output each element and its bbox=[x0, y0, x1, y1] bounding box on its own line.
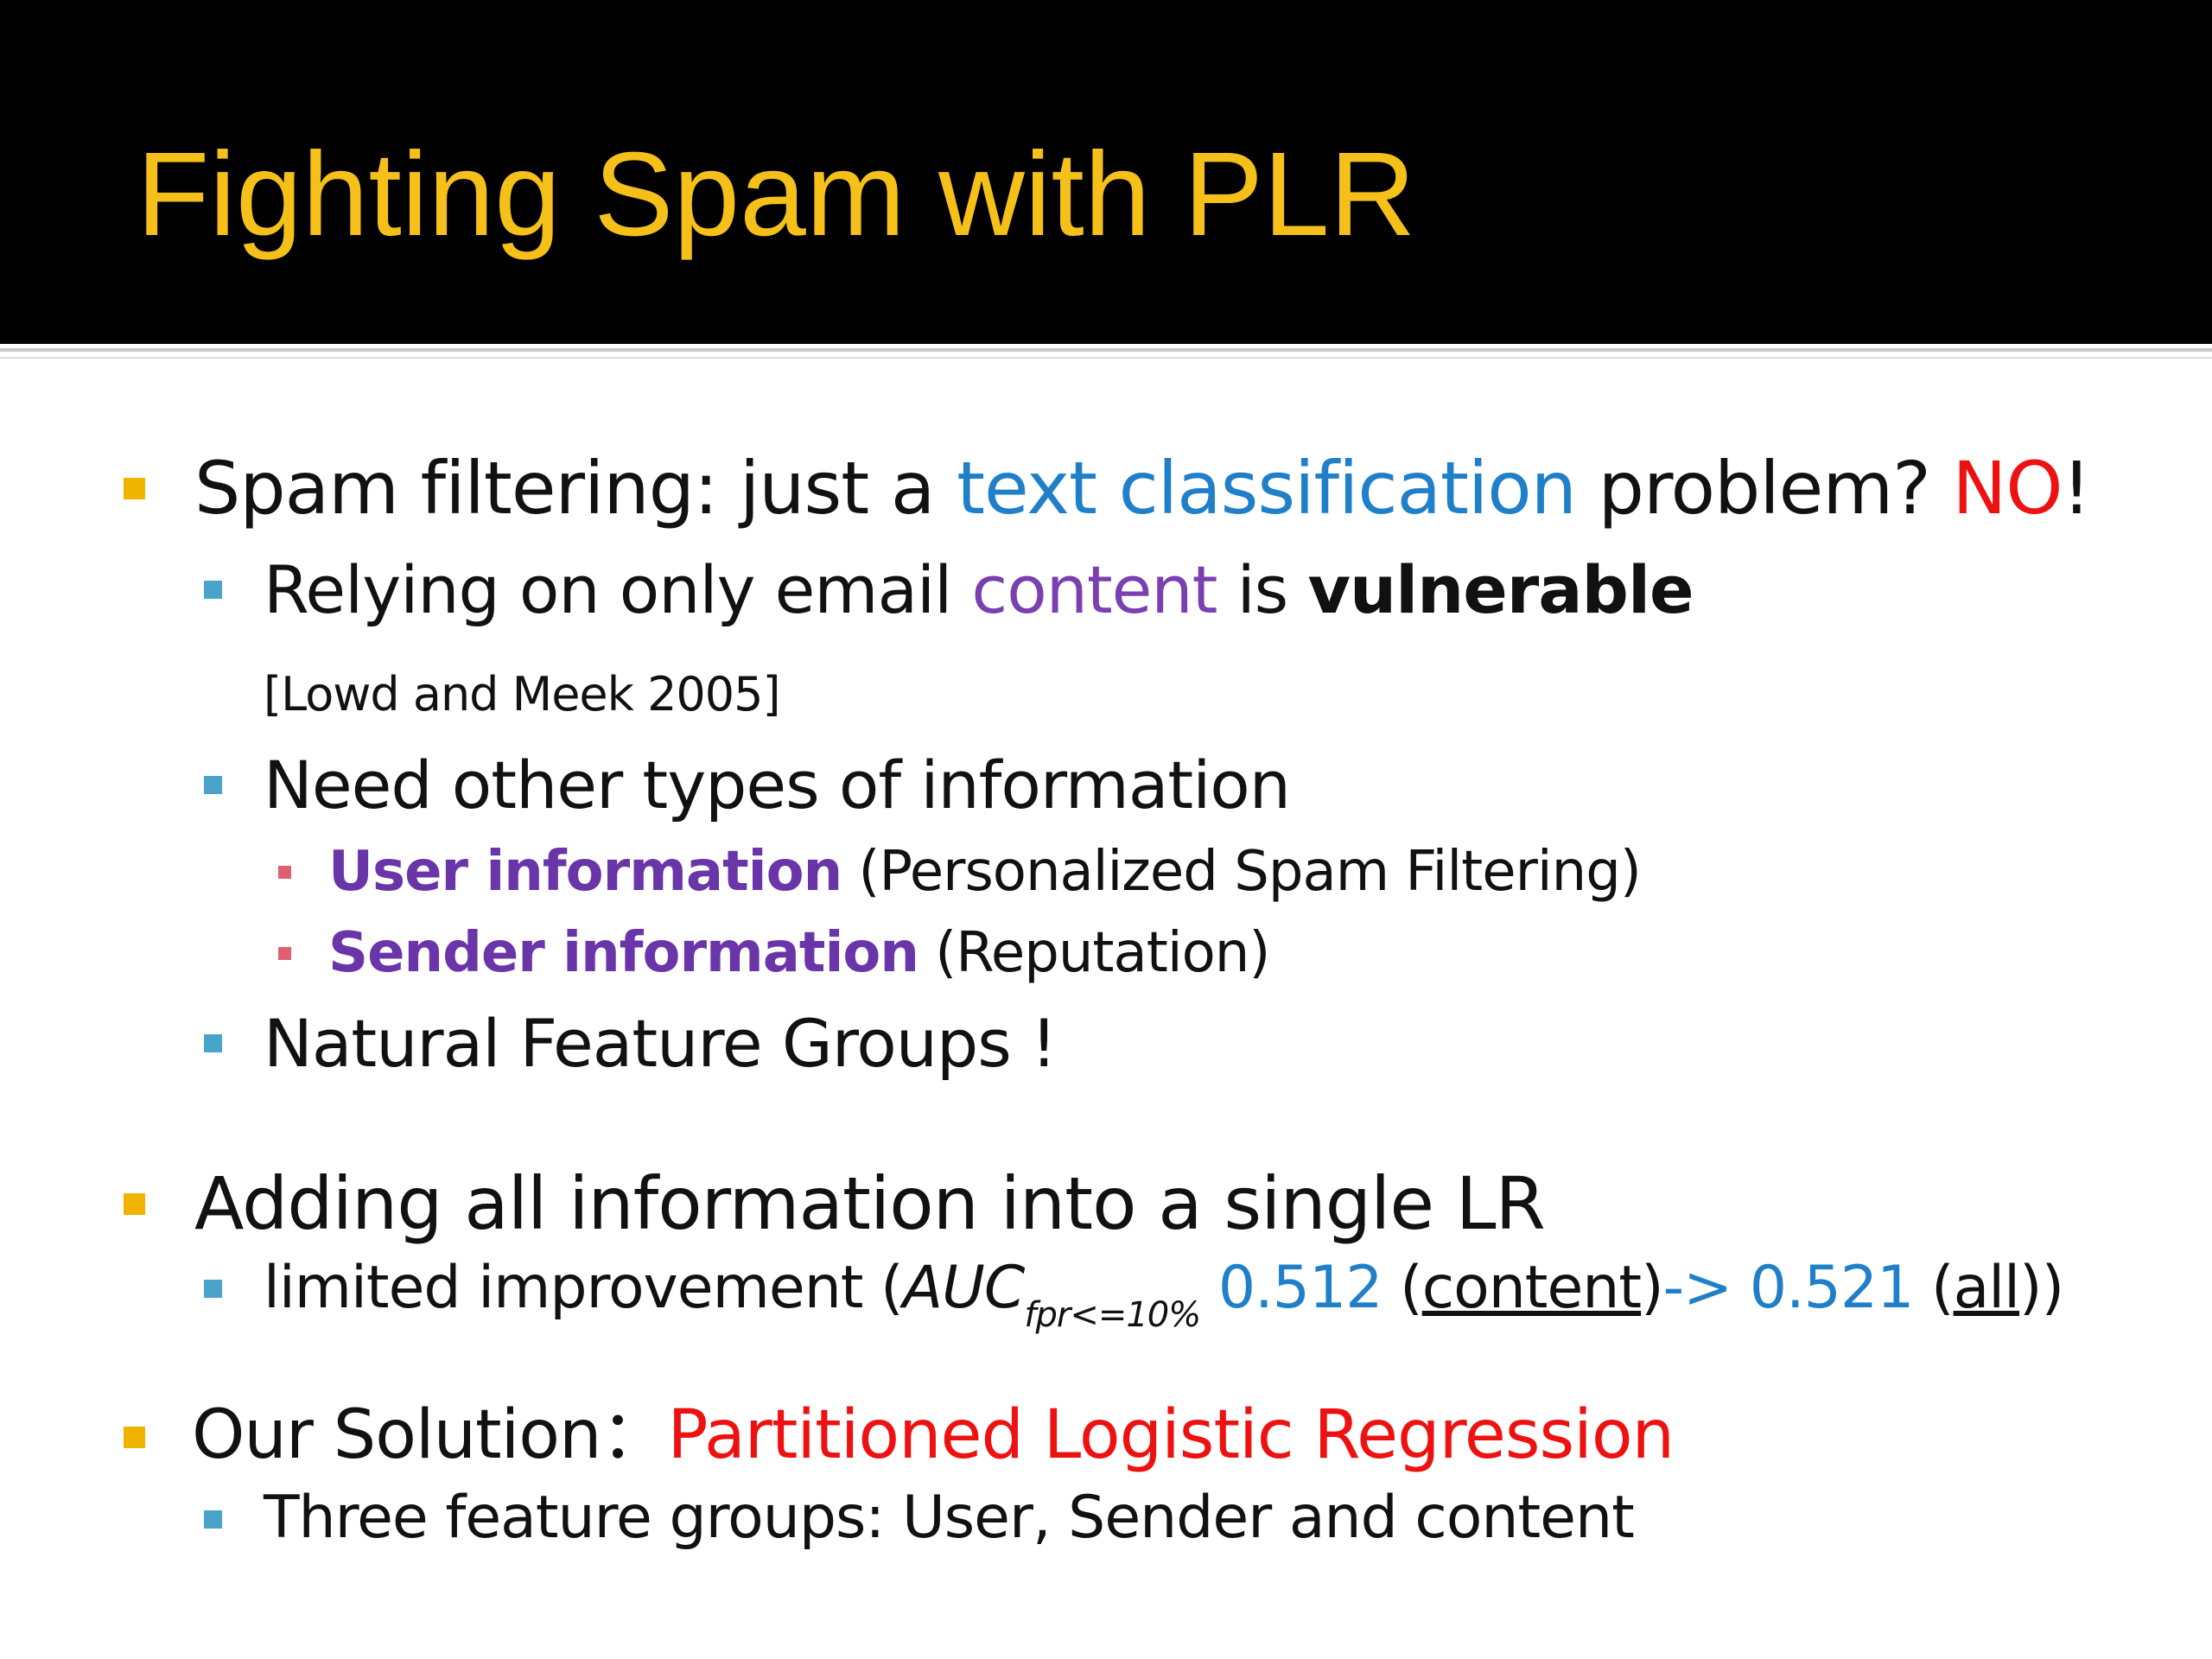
bullet-our-solution: Our Solution：Partitioned Logistic Regres… bbox=[192, 1396, 1675, 1474]
highlight-partitioned-logistic-regression: Partitioned Logistic Regression bbox=[667, 1396, 1675, 1474]
bullet-text: problem? bbox=[1575, 446, 1953, 531]
bullet-text: (Reputation) bbox=[918, 921, 1270, 985]
title-divider bbox=[0, 348, 2212, 352]
bullet-marker-level2 bbox=[204, 776, 222, 794]
bullet-marker-level1 bbox=[124, 478, 145, 499]
highlight-content: content bbox=[971, 551, 1217, 628]
title-divider-secondary bbox=[0, 357, 2212, 359]
bullet-natural-feature-groups: Natural Feature Groups ! bbox=[264, 1005, 1057, 1082]
slide-title: Fighting Spam with PLR bbox=[137, 128, 1416, 261]
bullet-text: Our Solution： bbox=[192, 1396, 668, 1474]
auc-label: AUC bbox=[902, 1254, 1026, 1322]
bullet-text: (Personalized Spam Filtering) bbox=[842, 840, 1641, 904]
bullet-text: Relying on only email bbox=[264, 551, 972, 628]
bullet-text: )) bbox=[2019, 1254, 2064, 1322]
highlight-vulnerable: vulnerable bbox=[1307, 551, 1694, 628]
bullet-user-information: User information (Personalized Spam Filt… bbox=[328, 838, 1642, 906]
bullet-text: limited improvement ( bbox=[264, 1254, 904, 1322]
bullet-text: ! bbox=[2062, 446, 2091, 531]
bullet-text: is bbox=[1217, 551, 1308, 628]
auc-all-value: -> 0.521 bbox=[1662, 1254, 1915, 1322]
bullet-marker-level1 bbox=[124, 1427, 145, 1448]
bullet-marker-level3 bbox=[278, 947, 291, 960]
title-bar: Fighting Spam with PLR bbox=[0, 0, 2212, 344]
all-label: all bbox=[1953, 1254, 2020, 1322]
auc-subscript: fpr<=10% bbox=[1024, 1295, 1201, 1335]
bullet-three-feature-groups: Three feature groups: User, Sender and c… bbox=[264, 1484, 1635, 1552]
content-label: content bbox=[1421, 1254, 1642, 1322]
citation: [Lowd and Meek 2005] bbox=[264, 667, 781, 721]
bullet-marker-level2 bbox=[204, 1280, 222, 1298]
bullet-marker-level1 bbox=[124, 1193, 145, 1215]
bullet-adding-all-information: Adding all information into a single LR bbox=[194, 1161, 1546, 1246]
bullet-need-other-info: Need other types of information bbox=[264, 747, 1291, 823]
bullet-spam-filtering: Spam filtering: just a text classificati… bbox=[194, 445, 2091, 531]
bullet-sender-information: Sender information (Reputation) bbox=[328, 919, 1270, 987]
highlight-no: NO bbox=[1952, 446, 2063, 531]
bullet-marker-level2 bbox=[204, 581, 222, 599]
bullet-text: Spam filtering: just a bbox=[194, 446, 957, 531]
bullet-text: ( bbox=[1382, 1254, 1423, 1322]
bullet-marker-level3 bbox=[278, 866, 291, 879]
bullet-relying-on-content: Relying on only email content is vulnera… bbox=[264, 551, 1694, 629]
bullet-text: ( bbox=[1913, 1254, 1955, 1322]
bullet-limited-improvement: limited improvement (AUCfpr<=10% 0.512 (… bbox=[264, 1253, 2064, 1351]
auc-content-value: 0.512 bbox=[1200, 1254, 1383, 1322]
bullet-marker-level2 bbox=[204, 1034, 222, 1052]
bullet-text: ) bbox=[1641, 1254, 1664, 1322]
highlight-user-information: User information bbox=[328, 840, 842, 904]
bullet-marker-level2 bbox=[204, 1510, 222, 1529]
highlight-sender-information: Sender information bbox=[328, 921, 919, 985]
highlight-text-classification: text classification bbox=[957, 446, 1577, 531]
